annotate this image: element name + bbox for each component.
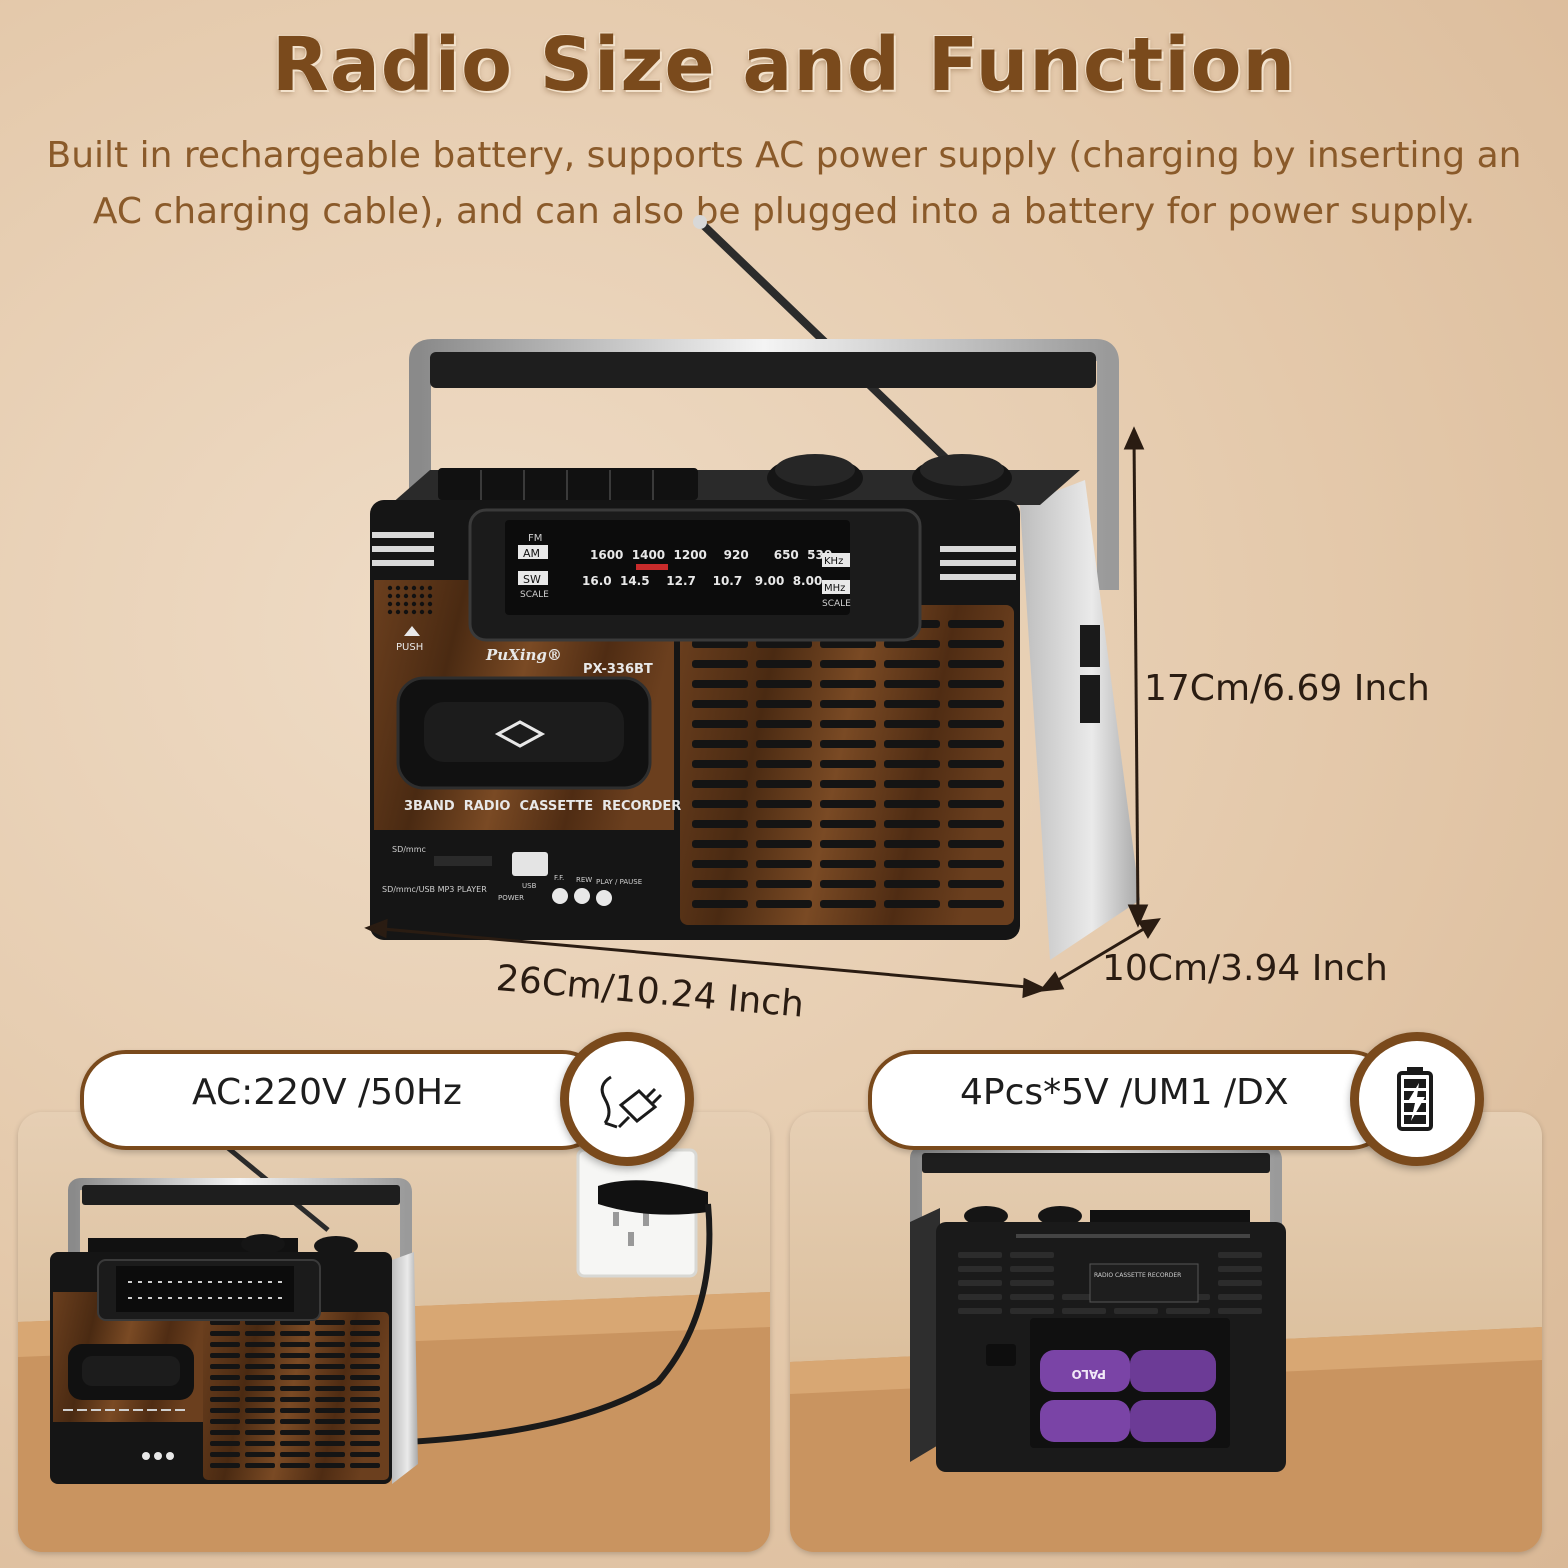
ac-power-illustration <box>18 1146 770 1552</box>
unit-khz-label: KHz <box>824 556 843 567</box>
play-pause-label: PLAY / PAUSE <box>596 878 642 886</box>
power-label: POWER <box>498 894 524 902</box>
tuning-pointer <box>636 564 668 570</box>
spec-sticker-title: RADIO CASSETTE RECORDER <box>1094 1272 1181 1279</box>
band-sw-label: SW <box>523 573 541 586</box>
ac-power-panel <box>18 1112 770 1552</box>
subtitle-line-1: Built in rechargeable battery, supports … <box>46 135 1522 176</box>
battery-cells: PALO <box>1040 1350 1216 1442</box>
radio-main-illustration: FM AM SW SCALE 1600 1400 1200 920 650 53… <box>364 215 1161 999</box>
sd-card-slot[interactable] <box>434 856 492 866</box>
scale-label-left: SCALE <box>520 590 549 600</box>
height-dimension-label: 17Cm/6.69 Inch <box>1144 668 1430 709</box>
battery-charging-icon <box>1350 1032 1484 1166</box>
power-cable <box>407 1203 713 1445</box>
power-plug <box>598 1180 708 1215</box>
scale-label-right: SCALE <box>822 599 851 609</box>
battery-spec-pill <box>868 1050 1396 1150</box>
ac-spec-pill <box>80 1050 608 1150</box>
rew-label: REW <box>576 876 592 884</box>
brand-logo: PuXing® <box>485 646 562 664</box>
push-label: PUSH <box>396 642 423 653</box>
play-pause-button[interactable] <box>596 890 612 906</box>
band-am-label: AM <box>523 547 540 560</box>
sw-frequency-scale: 16.0 14.5 12.7 10.7 9.00 8.00 <box>582 574 822 588</box>
am-frequency-scale: 1600 1400 1200 920 650 530 <box>590 548 832 562</box>
battery-power-panel: RADIO CASSETTE RECORDER PALO <box>790 1112 1542 1552</box>
page-title: Radio Size and Function <box>271 22 1297 108</box>
ac-spec-label: AC:220V /50Hz <box>192 1072 462 1113</box>
power-cable-icon <box>560 1032 694 1166</box>
model-label: PX-336BT <box>583 662 653 677</box>
depth-dimension-label: 10Cm/3.94 Inch <box>1102 948 1388 989</box>
rew-button[interactable] <box>574 888 590 904</box>
unit-mhz-label: MHz <box>824 583 845 594</box>
depth-dimension-line <box>1047 922 1153 988</box>
battery-brand-label: PALO <box>1072 1367 1106 1381</box>
battery-power-illustration: RADIO CASSETTE RECORDER PALO <box>790 1146 1542 1552</box>
height-dimension-line <box>1132 435 1140 919</box>
ff-label: F.F. <box>554 874 564 882</box>
cassette-recorder-label: 3BAND RADIO CASSETTE RECORDER <box>404 799 681 814</box>
ff-button[interactable] <box>552 888 568 904</box>
spec-sticker <box>1089 1263 1199 1303</box>
ac-input-socket <box>986 1344 1016 1366</box>
page-subtitle: Built in rechargeable battery, supports … <box>20 128 1548 240</box>
subtitle-line-2: AC charging cable), and can also be plug… <box>92 191 1476 232</box>
usb-port[interactable] <box>512 852 548 876</box>
handle-grip <box>430 352 1096 388</box>
mp3-player-label: SD/mmc/USB MP3 PLAYER <box>382 885 487 894</box>
usb-label: USB <box>522 882 537 890</box>
battery-spec-label: 4Pcs*5V /UM1 /DX <box>960 1072 1289 1113</box>
carry-handle <box>409 339 1119 590</box>
width-dimension-line <box>371 926 1039 990</box>
sd-label: SD/mmc <box>392 845 426 854</box>
band-fm-label: FM <box>528 533 542 544</box>
